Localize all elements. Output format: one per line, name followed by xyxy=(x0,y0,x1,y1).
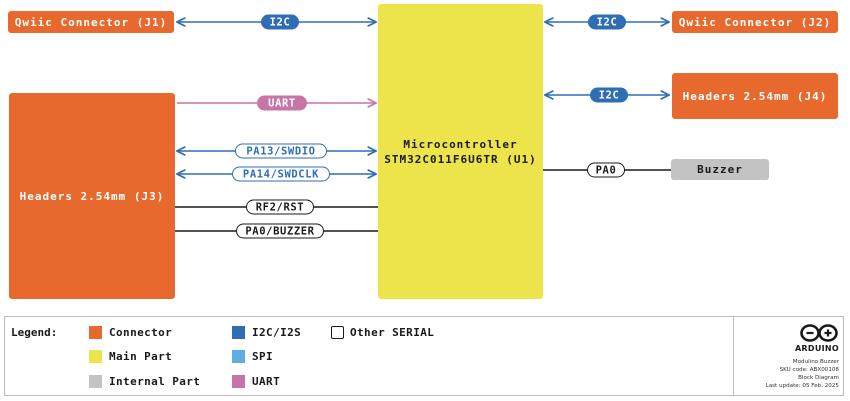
qwiic-connector-j1: Qwiic Connector (J1) xyxy=(8,11,174,33)
i2c-j4-label: I2C xyxy=(590,87,628,103)
legend-label-connector: Connector xyxy=(109,326,173,339)
pa0-label: PA0 xyxy=(587,162,625,178)
legend-swatch-i2c xyxy=(232,326,245,339)
legend-swatch-connector xyxy=(89,326,102,339)
uart-label: UART xyxy=(257,95,307,111)
headers-j3: Headers 2.54mm (J3) xyxy=(9,93,175,299)
legend-swatch-spi xyxy=(232,350,245,363)
legend-label-internal-part: Internal Part xyxy=(109,375,201,388)
legend-swatch-other-serial xyxy=(331,326,344,339)
arduino-logo-icon xyxy=(800,324,838,342)
document-type: Block Diagram xyxy=(798,375,839,381)
brand-block: ARDUINO Modulino Buzzer SKU code: ABX001… xyxy=(733,317,845,395)
swdclk-label: PA14/SWDCLK xyxy=(232,166,330,182)
brand-name: ARDUINO xyxy=(794,344,839,353)
legend-swatch-uart xyxy=(232,375,245,388)
legend-label-i2c: I2C/I2S xyxy=(252,326,302,339)
legend-swatch-main-part xyxy=(89,350,102,363)
product-name: Modulino Buzzer xyxy=(792,359,839,365)
headers-j4: Headers 2.54mm (J4) xyxy=(672,73,838,119)
buzzer-j3-label: PA0/BUZZER xyxy=(236,223,324,239)
sku-code: SKU code: ABX00108 xyxy=(779,367,839,373)
legend-label-main-part: Main Part xyxy=(109,350,173,363)
buzzer-block: Buzzer xyxy=(671,159,769,180)
mcu-label: Microcontroller xyxy=(403,137,518,151)
last-update: Last update: 05 Feb, 2025 xyxy=(765,383,839,389)
i2c-j1-label: I2C xyxy=(261,14,299,30)
i2c-j2-label: I2C xyxy=(588,14,626,30)
legend-label-spi: SPI xyxy=(252,350,274,363)
legend-title: Legend: xyxy=(11,326,58,339)
legend-swatch-internal-part xyxy=(89,375,102,388)
qwiic-connector-j2: Qwiic Connector (J2) xyxy=(672,11,838,33)
mcu-part-number: STM32C011F6U6TR (U1) xyxy=(384,152,537,166)
swdio-label: PA13/SWDIO xyxy=(235,143,327,159)
rst-label: RF2/RST xyxy=(246,199,314,215)
legend-label-other-serial: Other SERIAL xyxy=(350,326,435,339)
microcontroller-u1: Microcontroller STM32C011F6U6TR (U1) xyxy=(378,4,543,299)
legend-label-uart: UART xyxy=(252,375,281,388)
legend: Legend: Connector Main Part Internal Par… xyxy=(4,316,844,396)
